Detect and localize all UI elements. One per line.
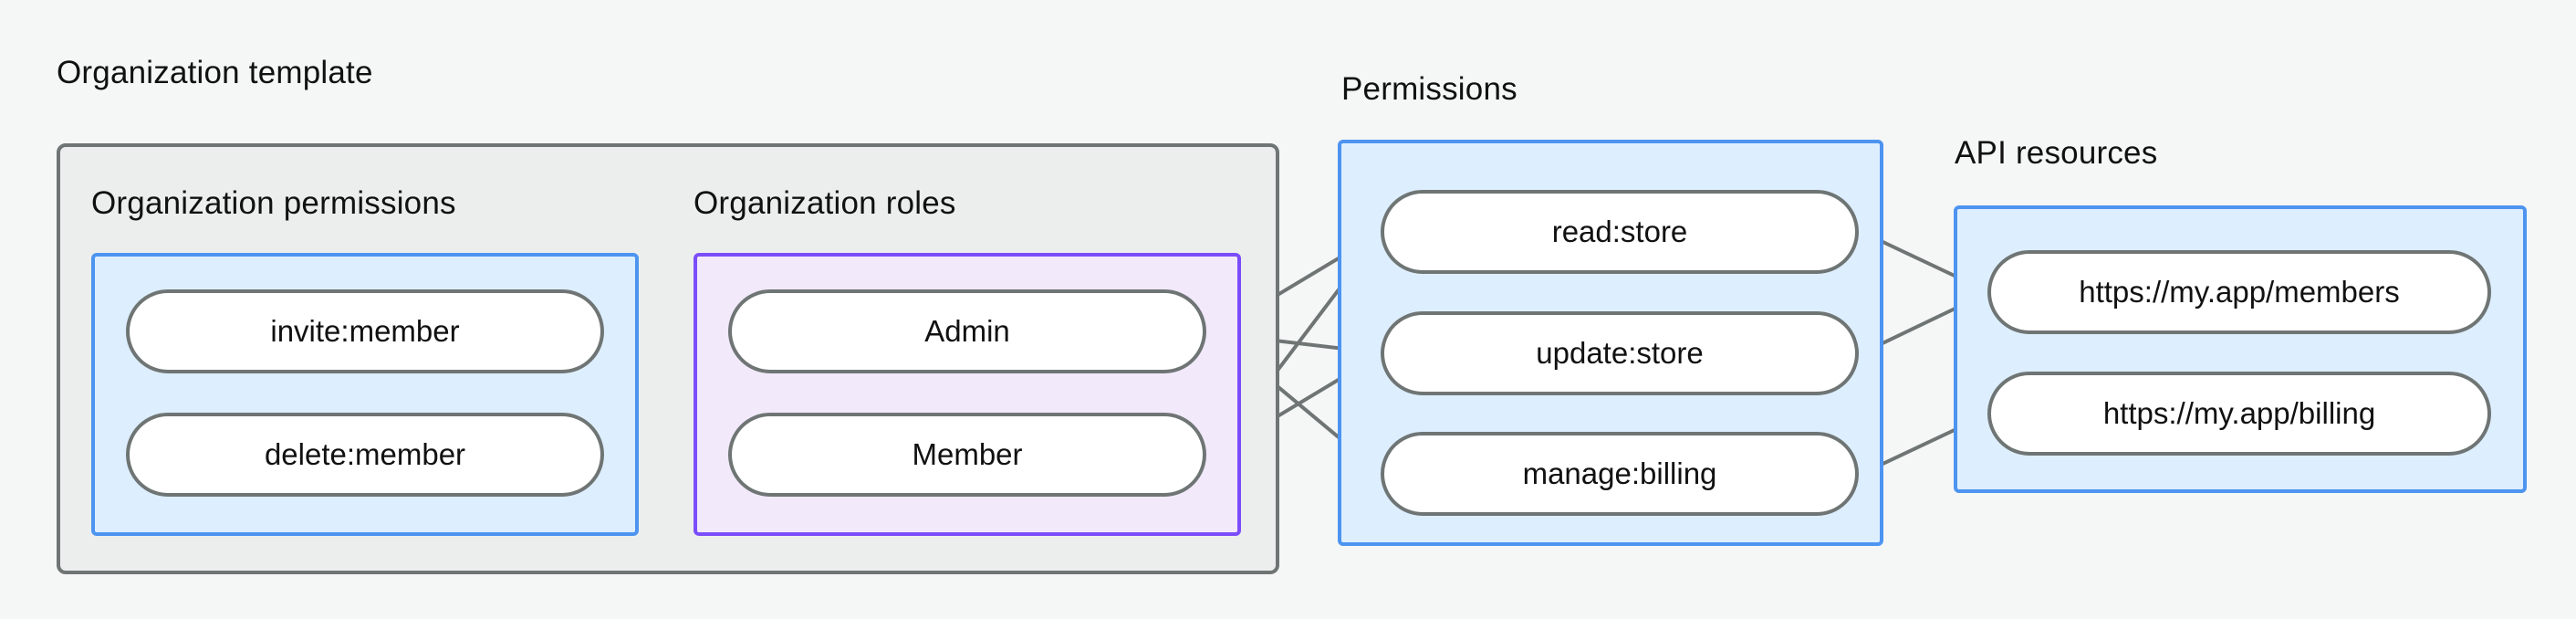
organization-permissions-title: Organization permissions <box>91 185 456 221</box>
node-manage-billing[interactable]: manage:billing <box>1381 432 1859 516</box>
node-members-url[interactable]: https://my.app/members <box>1987 250 2491 334</box>
node-invite-member[interactable]: invite:member <box>126 289 604 373</box>
node-billing-url-label: https://my.app/billing <box>2102 396 2376 430</box>
node-invite-member-label: invite:member <box>270 314 460 348</box>
node-update-store[interactable]: update:store <box>1381 311 1859 395</box>
api-resources-title: API resources <box>1955 135 2158 171</box>
node-admin-label: Admin <box>924 314 1010 348</box>
node-members-url-label: https://my.app/members <box>2079 275 2400 309</box>
organization-roles-title: Organization roles <box>694 185 956 221</box>
node-member-label: Member <box>912 437 1023 471</box>
node-delete-member-label: delete:member <box>264 437 466 471</box>
node-admin[interactable]: Admin <box>728 289 1206 373</box>
node-manage-billing-label: manage:billing <box>1522 456 1717 490</box>
node-read-store-label: read:store <box>1551 215 1688 248</box>
node-billing-url[interactable]: https://my.app/billing <box>1987 372 2491 456</box>
permissions-title: Permissions <box>1341 71 1517 107</box>
node-update-store-label: update:store <box>1536 336 1704 370</box>
organization-template-title: Organization template <box>57 55 373 90</box>
node-delete-member[interactable]: delete:member <box>126 413 604 497</box>
node-read-store[interactable]: read:store <box>1381 190 1859 274</box>
node-member[interactable]: Member <box>728 413 1206 497</box>
